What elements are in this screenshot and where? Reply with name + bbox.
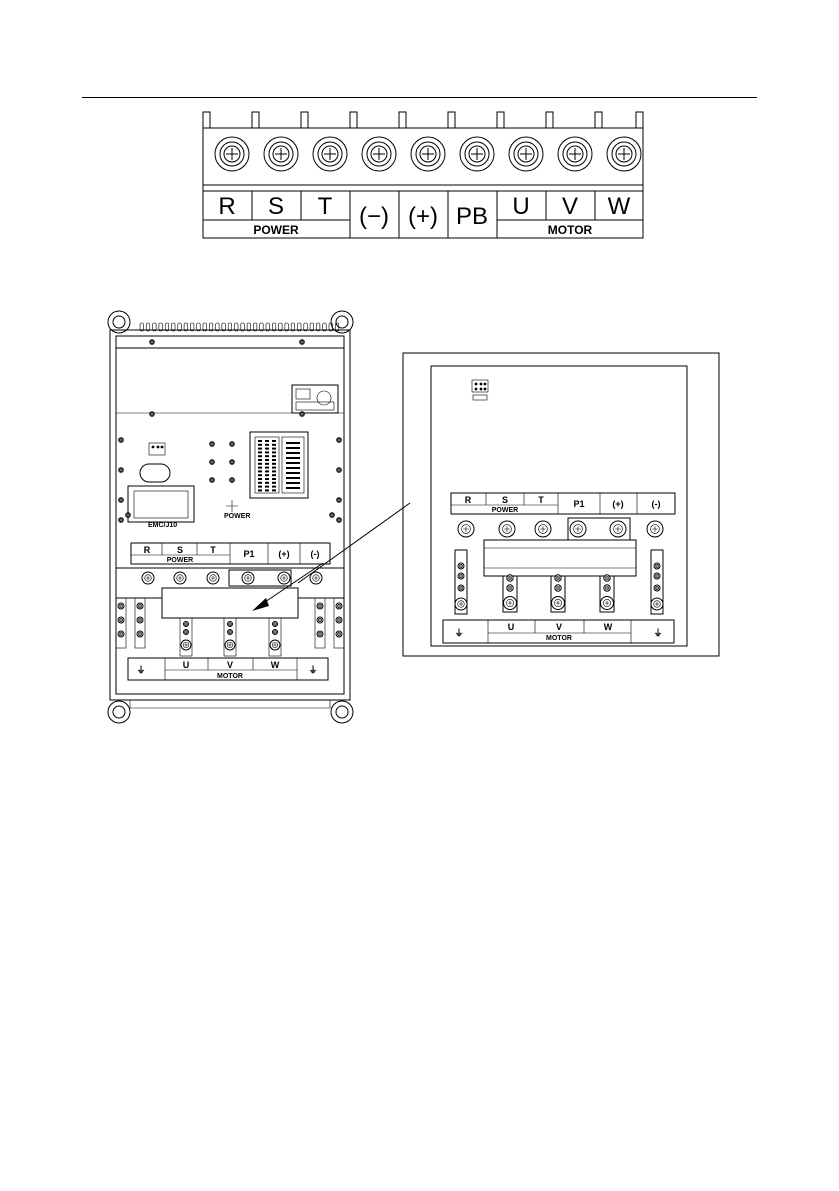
- terminal-screws: [215, 137, 641, 171]
- terminal-label-plus: (+): [408, 203, 438, 230]
- emc-label: EMC/J10: [148, 522, 177, 529]
- dt-label-w: W: [604, 622, 613, 632]
- ov-label-v: V: [227, 660, 233, 670]
- dt-label-p1: P1: [573, 499, 584, 509]
- terminal-label-t: T: [318, 193, 333, 220]
- dt-ground-right: ⏚: [653, 628, 662, 638]
- motor-group-label: MOTOR: [548, 223, 593, 237]
- terminal-label-v: V: [562, 193, 578, 220]
- detail-view: R S T P1 (+) (-) POWER ⏚ ⏚ U V W MOTOR: [403, 353, 719, 656]
- ov-label-plus: (+): [278, 549, 289, 559]
- dt-motor-label: MOTOR: [546, 635, 572, 642]
- ov-motor-label: MOTOR: [217, 673, 243, 680]
- terminal-label-minus: (−): [359, 203, 389, 230]
- terminal-label-s: S: [268, 193, 284, 220]
- dt-label-r: R: [465, 495, 472, 505]
- drive-overview: EMC/J10 POWER R S T P1 (+) (-) POWER ⏚ ⏚…: [108, 311, 353, 723]
- top-terminal-block: R S T (−) (+) PB U V W POWER MOTOR: [203, 112, 643, 238]
- ov-ground-right: ⏚: [308, 665, 317, 675]
- terminal-label-pb: PB: [456, 203, 488, 230]
- ov-label-u: U: [183, 660, 190, 670]
- ov-label-p1: P1: [243, 549, 254, 559]
- dt-label-plus: (+): [612, 499, 623, 509]
- ov-label-minus: (-): [311, 549, 320, 559]
- terminal-label-w: W: [608, 193, 631, 220]
- ov-power-label: POWER: [167, 557, 193, 564]
- terminal-label-r: R: [218, 193, 235, 220]
- dt-ground-left: ⏚: [454, 628, 463, 638]
- ov-label-t: T: [210, 545, 216, 555]
- board-power-label: POWER: [224, 513, 250, 520]
- terminal-label-u: U: [512, 193, 529, 220]
- dt-label-t: T: [538, 495, 544, 505]
- dt-label-v: V: [556, 622, 562, 632]
- dt-label-u: U: [508, 622, 515, 632]
- ov-label-w: W: [271, 660, 280, 670]
- power-group-label: POWER: [253, 223, 299, 237]
- ov-label-r: R: [144, 545, 151, 555]
- ov-ground-left: ⏚: [136, 665, 145, 675]
- dt-label-minus: (-): [652, 499, 661, 509]
- dt-label-s: S: [502, 495, 508, 505]
- ov-label-s: S: [177, 545, 183, 555]
- dt-power-label: POWER: [492, 507, 518, 514]
